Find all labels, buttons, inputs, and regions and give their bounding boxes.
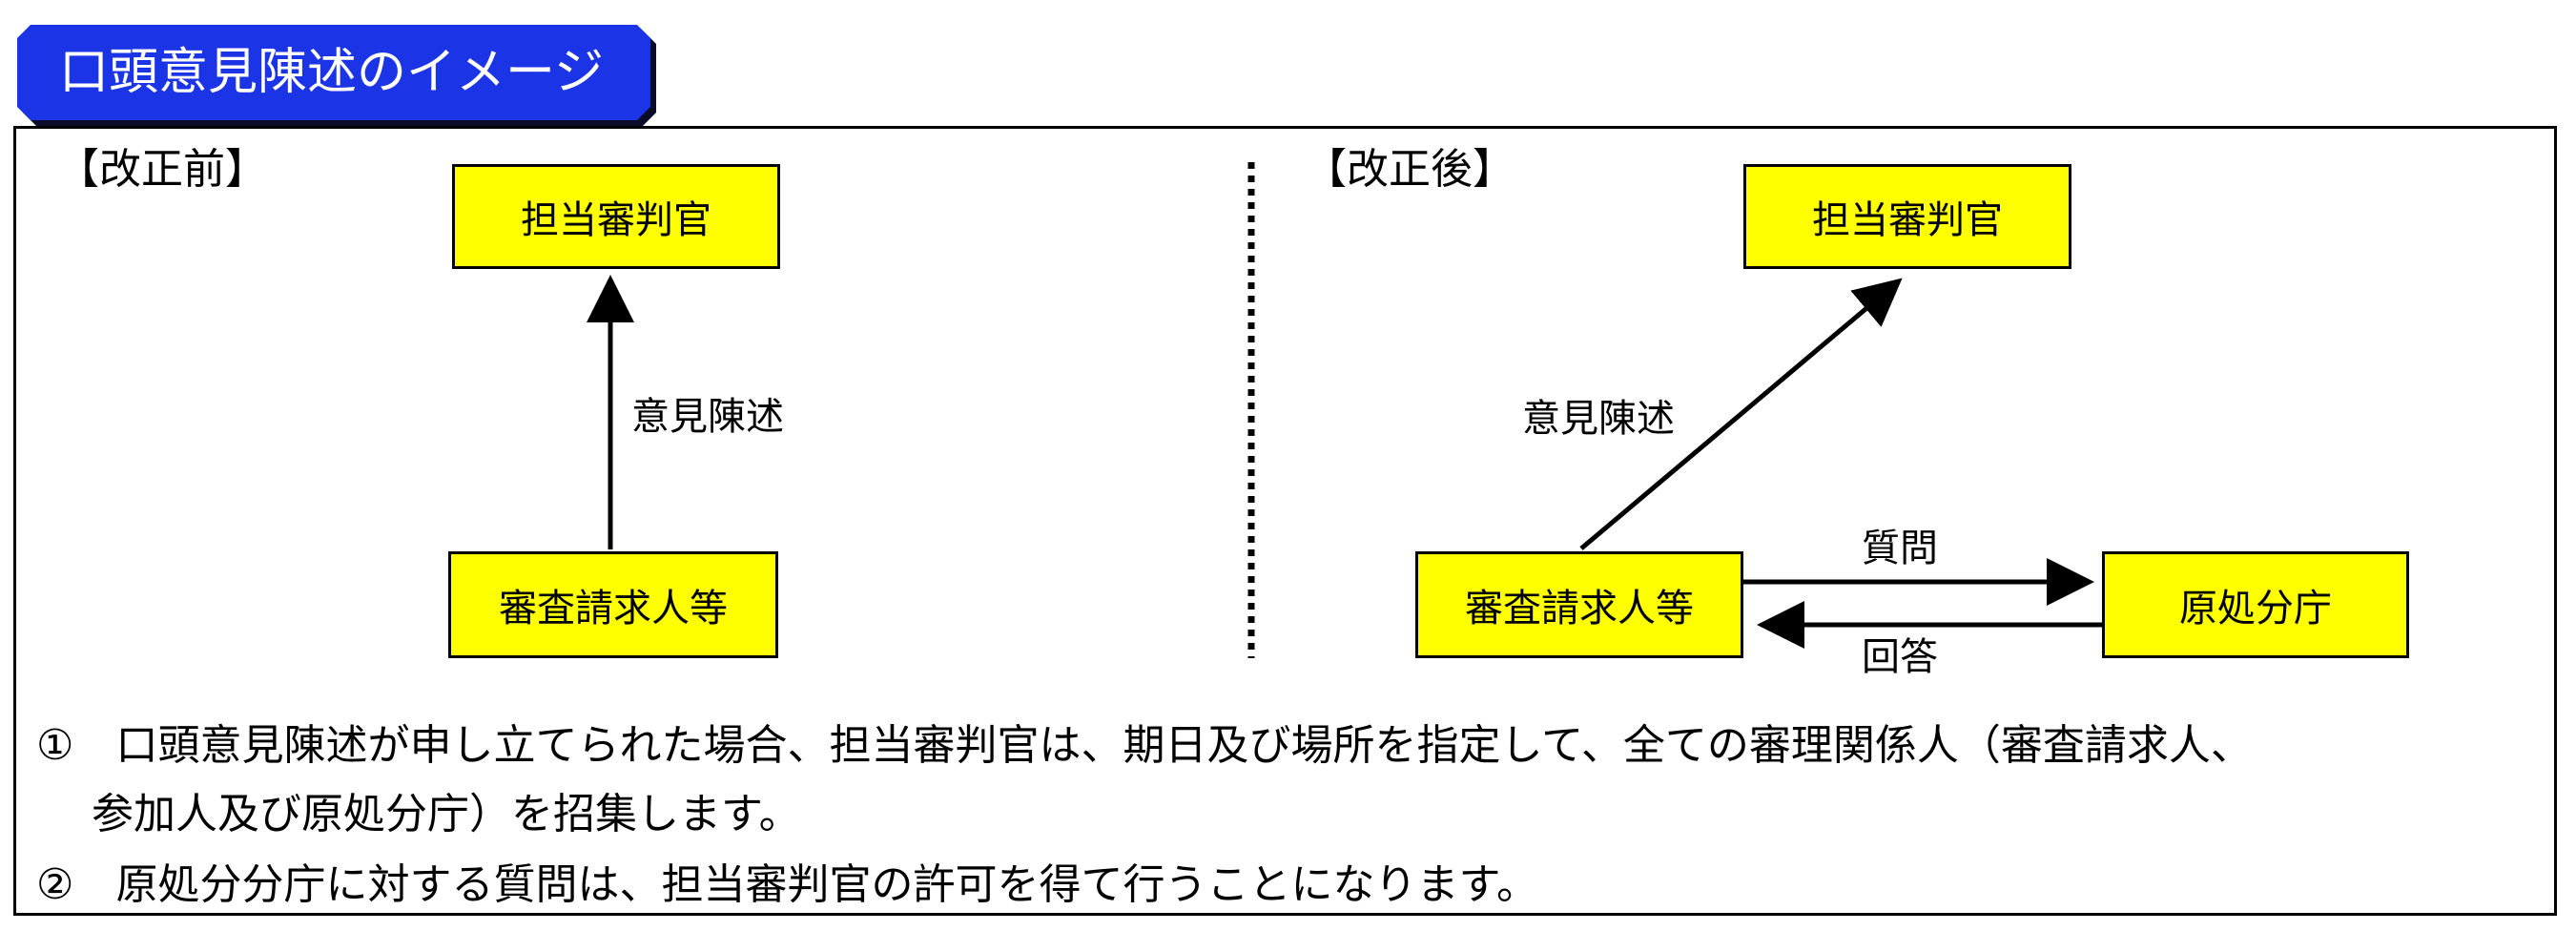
original-agency-box: 原処分庁: [2102, 551, 2409, 658]
after-judge-box: 担当審判官: [1743, 164, 2071, 269]
after-opinion-arrow: [1579, 278, 1903, 550]
before-label: 【改正前】: [57, 145, 267, 194]
page-title: 口頭意見陳述のイメージ: [17, 25, 650, 120]
diagram-frame: [13, 126, 2557, 916]
note-1-line-1: ① 口頭意見陳述が申し立てられた場合、担当審判官は、期日及び場所を指定して、全て…: [36, 721, 2253, 770]
question-label: 質問: [1862, 527, 1938, 570]
before-judge-box: 担当審判官: [452, 164, 780, 269]
answer-label: 回答: [1862, 635, 1938, 679]
after-requester-box: 審査請求人等: [1415, 551, 1743, 658]
note-1-line-2: 参加人及び原処分庁）を招集します。: [92, 790, 801, 838]
before-requester-box: 審査請求人等: [448, 551, 778, 658]
before-opinion-label: 意見陳述: [631, 395, 784, 439]
after-label: 【改正後】: [1305, 145, 1515, 194]
note-2: ② 原処分分庁に対する質問は、担当審判官の許可を得て行うことになります。: [36, 860, 1539, 909]
after-opinion-label: 意見陳述: [1522, 397, 1675, 441]
